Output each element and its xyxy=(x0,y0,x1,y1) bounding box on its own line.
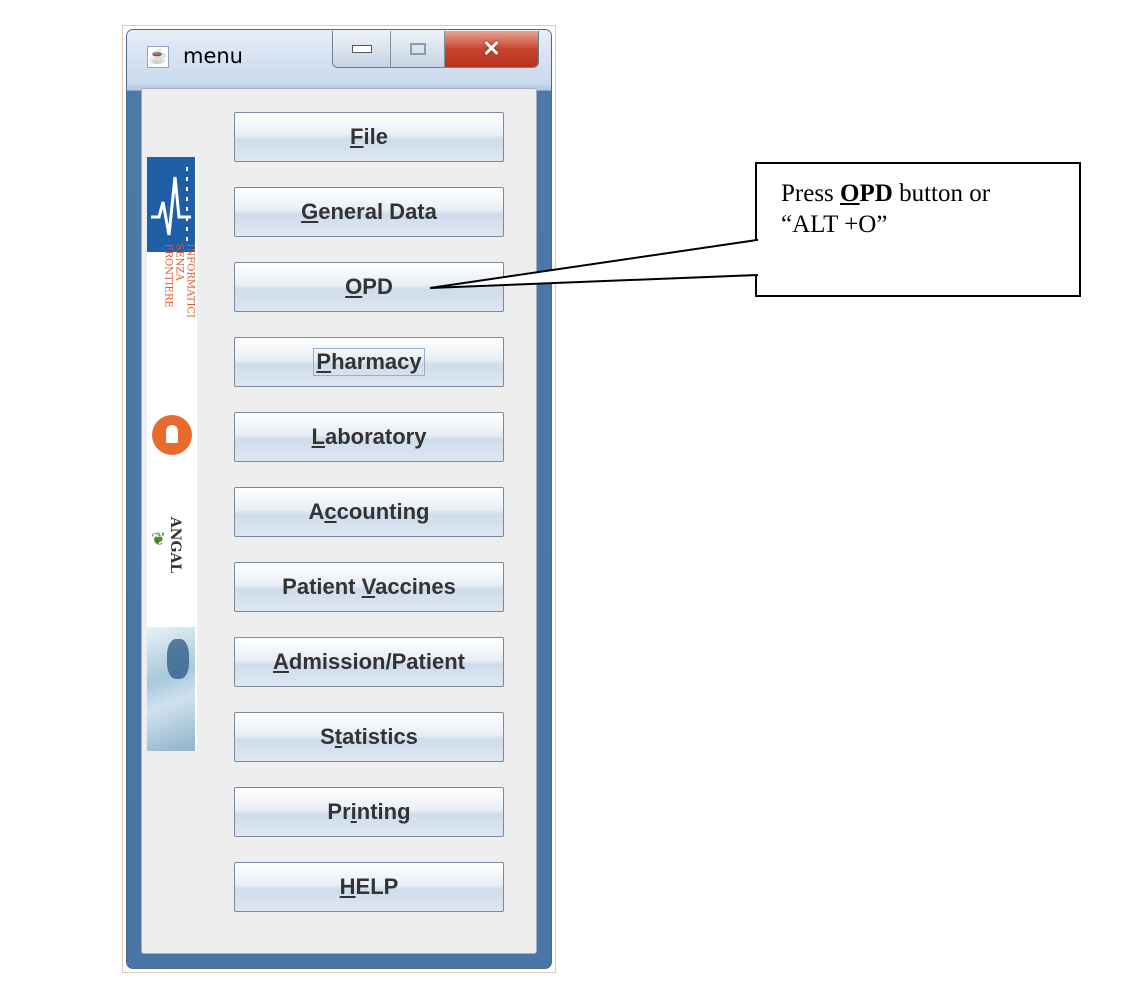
label-rest: eneral Data xyxy=(318,199,437,224)
pharmacy-button[interactable]: Pharmacy xyxy=(234,337,504,387)
opd-label: OPD xyxy=(345,274,393,300)
help-button[interactable]: HELP xyxy=(234,862,504,912)
close-icon: ✕ xyxy=(482,36,501,61)
callout-line2: “ALT +O” xyxy=(781,211,888,238)
statistics-label: Statistics xyxy=(320,724,418,750)
file-label: File xyxy=(350,124,388,150)
label-rest: atistics xyxy=(342,724,418,749)
isf-logo-icon xyxy=(152,415,192,455)
callout-box: Press OPD button or“ALT +O” xyxy=(755,162,1081,297)
statistics-button[interactable]: Statistics xyxy=(234,712,504,762)
admission-patient-button[interactable]: Admission/Patient xyxy=(234,637,504,687)
mnemonic-letter: P xyxy=(316,349,332,374)
label-prefix: Pr xyxy=(327,799,351,824)
help-label: HELP xyxy=(340,874,399,900)
file-button[interactable]: File xyxy=(234,112,504,162)
pharmacy-label: Pharmacy xyxy=(313,348,425,376)
hospital-photo xyxy=(147,627,195,751)
isf-line-2: SENZA xyxy=(173,243,185,281)
heartbeat-logo-icon xyxy=(147,157,195,252)
side-banner: INFORMATICI SENZA FRONTIERE ❦ ANGAL xyxy=(147,157,197,751)
mnemonic-letter: O xyxy=(345,274,363,299)
window-title: menu xyxy=(183,44,243,68)
mnemonic-letter: c xyxy=(324,499,337,524)
callout-key-mnemonic: O xyxy=(840,180,860,207)
isf-banner-text: INFORMATICI SENZA FRONTIERE xyxy=(163,244,196,384)
leaf-icon: ❦ xyxy=(151,529,167,549)
callout-prefix: Press xyxy=(781,180,841,207)
mnemonic-letter: V xyxy=(361,574,376,599)
label-rest: counting xyxy=(336,499,430,524)
angal-logo-text: ANGAL xyxy=(167,516,183,574)
label-rest: dmission/Patient xyxy=(288,649,465,674)
accounting-label: Accounting xyxy=(308,499,429,525)
admission-patient-label: Admission/Patient xyxy=(273,649,465,675)
isf-line-3: FRONTIERE xyxy=(162,243,174,308)
close-button[interactable]: ✕ xyxy=(445,31,538,67)
mnemonic-letter: F xyxy=(350,124,364,149)
laboratory-button[interactable]: Laboratory xyxy=(234,412,504,462)
mnemonic-letter: A xyxy=(273,649,289,674)
printing-label: Printing xyxy=(327,799,410,825)
label-rest: harmacy xyxy=(331,349,422,374)
label-prefix: A xyxy=(308,499,325,524)
callout-middle: button or xyxy=(892,180,991,207)
title-bar[interactable]: ☕ menu ✕ xyxy=(127,30,551,85)
callout-text: Press OPD button or“ALT +O” xyxy=(781,178,1071,240)
accounting-button[interactable]: Accounting xyxy=(234,487,504,537)
label-rest: nting xyxy=(356,799,411,824)
label-rest: ile xyxy=(363,124,388,149)
callout-key-rest: PD xyxy=(859,180,893,207)
menu-window: ☕ menu ✕ INFORMATICI SENZA FRONTIERE ❦ A… xyxy=(126,29,552,969)
general-data-button[interactable]: General Data xyxy=(234,187,504,237)
mnemonic-letter: H xyxy=(339,874,356,899)
mnemonic-letter: G xyxy=(301,199,319,224)
label-rest: ELP xyxy=(355,874,399,899)
laboratory-label: Laboratory xyxy=(312,424,427,450)
java-cup-icon: ☕ xyxy=(147,46,169,68)
opd-button[interactable]: OPD xyxy=(234,262,504,312)
maximize-button[interactable] xyxy=(391,31,445,67)
minimize-button[interactable] xyxy=(333,31,391,67)
mnemonic-letter: i xyxy=(350,799,357,824)
printing-button[interactable]: Printing xyxy=(234,787,504,837)
window-controls: ✕ xyxy=(332,31,539,68)
isf-line-1: INFORMATICI xyxy=(184,243,196,319)
patient-vaccines-button[interactable]: Patient Vaccines xyxy=(234,562,504,612)
mnemonic-letter: t xyxy=(334,724,343,749)
label-rest: accines xyxy=(375,574,456,599)
general-data-label: General Data xyxy=(301,199,437,225)
mnemonic-letter: L xyxy=(311,424,325,449)
minimize-icon xyxy=(351,45,372,53)
label-rest: aboratory xyxy=(324,424,427,449)
label-rest: PD xyxy=(362,274,393,299)
label-prefix: S xyxy=(320,724,335,749)
label-prefix: Patient xyxy=(282,574,362,599)
maximize-icon xyxy=(409,43,426,55)
patient-vaccines-label: Patient Vaccines xyxy=(282,574,456,600)
